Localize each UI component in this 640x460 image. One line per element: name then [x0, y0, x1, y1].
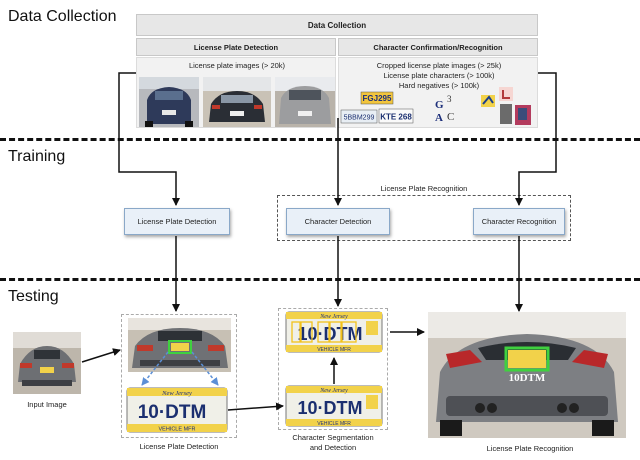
plate-sample-2: 5BBM299: [340, 109, 378, 124]
plate-sample-1: FGJ295: [360, 91, 394, 105]
arrow-input-to-detection: [81, 348, 121, 363]
segmentation-lower-state: New Jersey: [319, 388, 348, 394]
segmentation-upper-state: New Jersey: [319, 314, 348, 320]
section-title-training: Training: [8, 148, 66, 165]
segmentation-upper-bottom: VEHICLE MFR: [317, 347, 351, 353]
train-character-recognition-box: Character Recognition: [473, 208, 565, 235]
section-title-data-collection: Data Collection: [8, 8, 117, 25]
plate-characters-count: License plate characters (> 100k): [383, 71, 495, 80]
segmentation-caption-line1: Character Segmentation: [292, 433, 374, 442]
detection-plate-bottom: VEHICLE MFR: [159, 427, 196, 433]
plate-sample-3: KTE 268: [378, 108, 414, 124]
character-data-panel: Cropped license plate images (> 25k) Lic…: [338, 57, 538, 128]
separator-testing: [0, 278, 640, 281]
input-image-caption: Input Image: [27, 400, 67, 409]
detection-stage-caption: License Plate Detection: [139, 442, 219, 451]
glyph-a: A: [435, 112, 443, 124]
char-box-2: [300, 321, 313, 343]
zoom-arrow-left: [141, 351, 169, 386]
arrow-detection-to-segmentation: [227, 402, 284, 411]
car-photo-2: [203, 77, 271, 127]
hard-negatives-count: Hard negatives (> 100k): [398, 81, 480, 90]
segmentation-lower-number: 10·DTM: [297, 398, 362, 418]
segmentation-caption-line2: and Detection: [309, 443, 357, 452]
char-box-1: [291, 321, 301, 343]
cropped-plates-count: Cropped license plate images (> 25k): [376, 61, 502, 70]
char-box-4: [329, 321, 342, 343]
recognized-plate-text: 10DTM: [509, 372, 546, 384]
character-recognition-header: Character Confirmation/Recognition: [338, 38, 538, 56]
character-glyphs: G 3 A C: [435, 94, 454, 124]
segmentation-plate-lower: New Jersey 10·DTM VEHICLE MFR: [285, 385, 383, 427]
license-plate-images-count: License plate images (> 20k): [188, 61, 286, 70]
collection-to-training-arrows: [118, 72, 557, 206]
zoom-arrow-right: [191, 351, 219, 386]
detection-stage-frame: [121, 314, 237, 438]
detection-plate-state: New Jersey: [161, 390, 192, 397]
recognition-car-image: 10DTM: [428, 312, 626, 438]
detection-plate-number: 10·DTM: [138, 402, 207, 423]
train-license-plate-detection-box: License Plate Detection: [124, 208, 230, 235]
segmentation-plate-upper: New Jersey 10·DTM VEHICLE MFR: [285, 311, 383, 353]
train-character-detection-box: Character Detection: [286, 208, 390, 235]
hard-negative-samples: [481, 87, 531, 125]
character-boxes: [291, 321, 357, 343]
section-title-testing: Testing: [8, 288, 59, 305]
input-image: [13, 332, 81, 394]
char-box-3: [317, 321, 330, 343]
glyph-c: C: [447, 111, 454, 123]
training-to-testing-arrows: [172, 236, 523, 312]
license-plate-detection-header: License Plate Detection: [136, 38, 336, 56]
segmentation-stage-frame: [278, 308, 388, 430]
arrow-to-character-recognition: [515, 72, 557, 206]
detection-car-image: [128, 318, 231, 372]
car-photo-3: [275, 77, 335, 127]
car-photos: [139, 77, 335, 127]
segmentation-lower-bottom: VEHICLE MFR: [317, 421, 351, 427]
glyph-3: 3: [447, 94, 452, 104]
glyph-g: G: [435, 99, 444, 111]
char-box-5: [341, 321, 357, 343]
data-collection-header: Data Collection: [136, 14, 538, 36]
plate-sample-3-text: KTE 268: [380, 113, 412, 122]
plate-sample-2-text: 5BBM299: [344, 115, 375, 122]
character-samples: FGJ295 5BBM299 KTE 268 G 3 A C: [340, 87, 531, 125]
arrow-to-plate-detection: [118, 72, 180, 206]
recognized-plate-box: [504, 346, 550, 372]
detected-plate-box: [168, 340, 192, 354]
license-plate-recognition-group-label: License Plate Recognition: [380, 184, 468, 193]
plate-sample-1-text: FGJ295: [363, 94, 392, 103]
detection-cropped-plate: New Jersey 10·DTM VEHICLE MFR: [126, 387, 228, 433]
license-plate-recognition-group: [277, 195, 571, 241]
license-plate-data-panel: License plate images (> 20k): [136, 57, 336, 128]
separator-training: [0, 138, 640, 141]
recognition-stage-caption: License Plate Recognition: [486, 444, 574, 453]
car-photo-1: [139, 77, 199, 127]
